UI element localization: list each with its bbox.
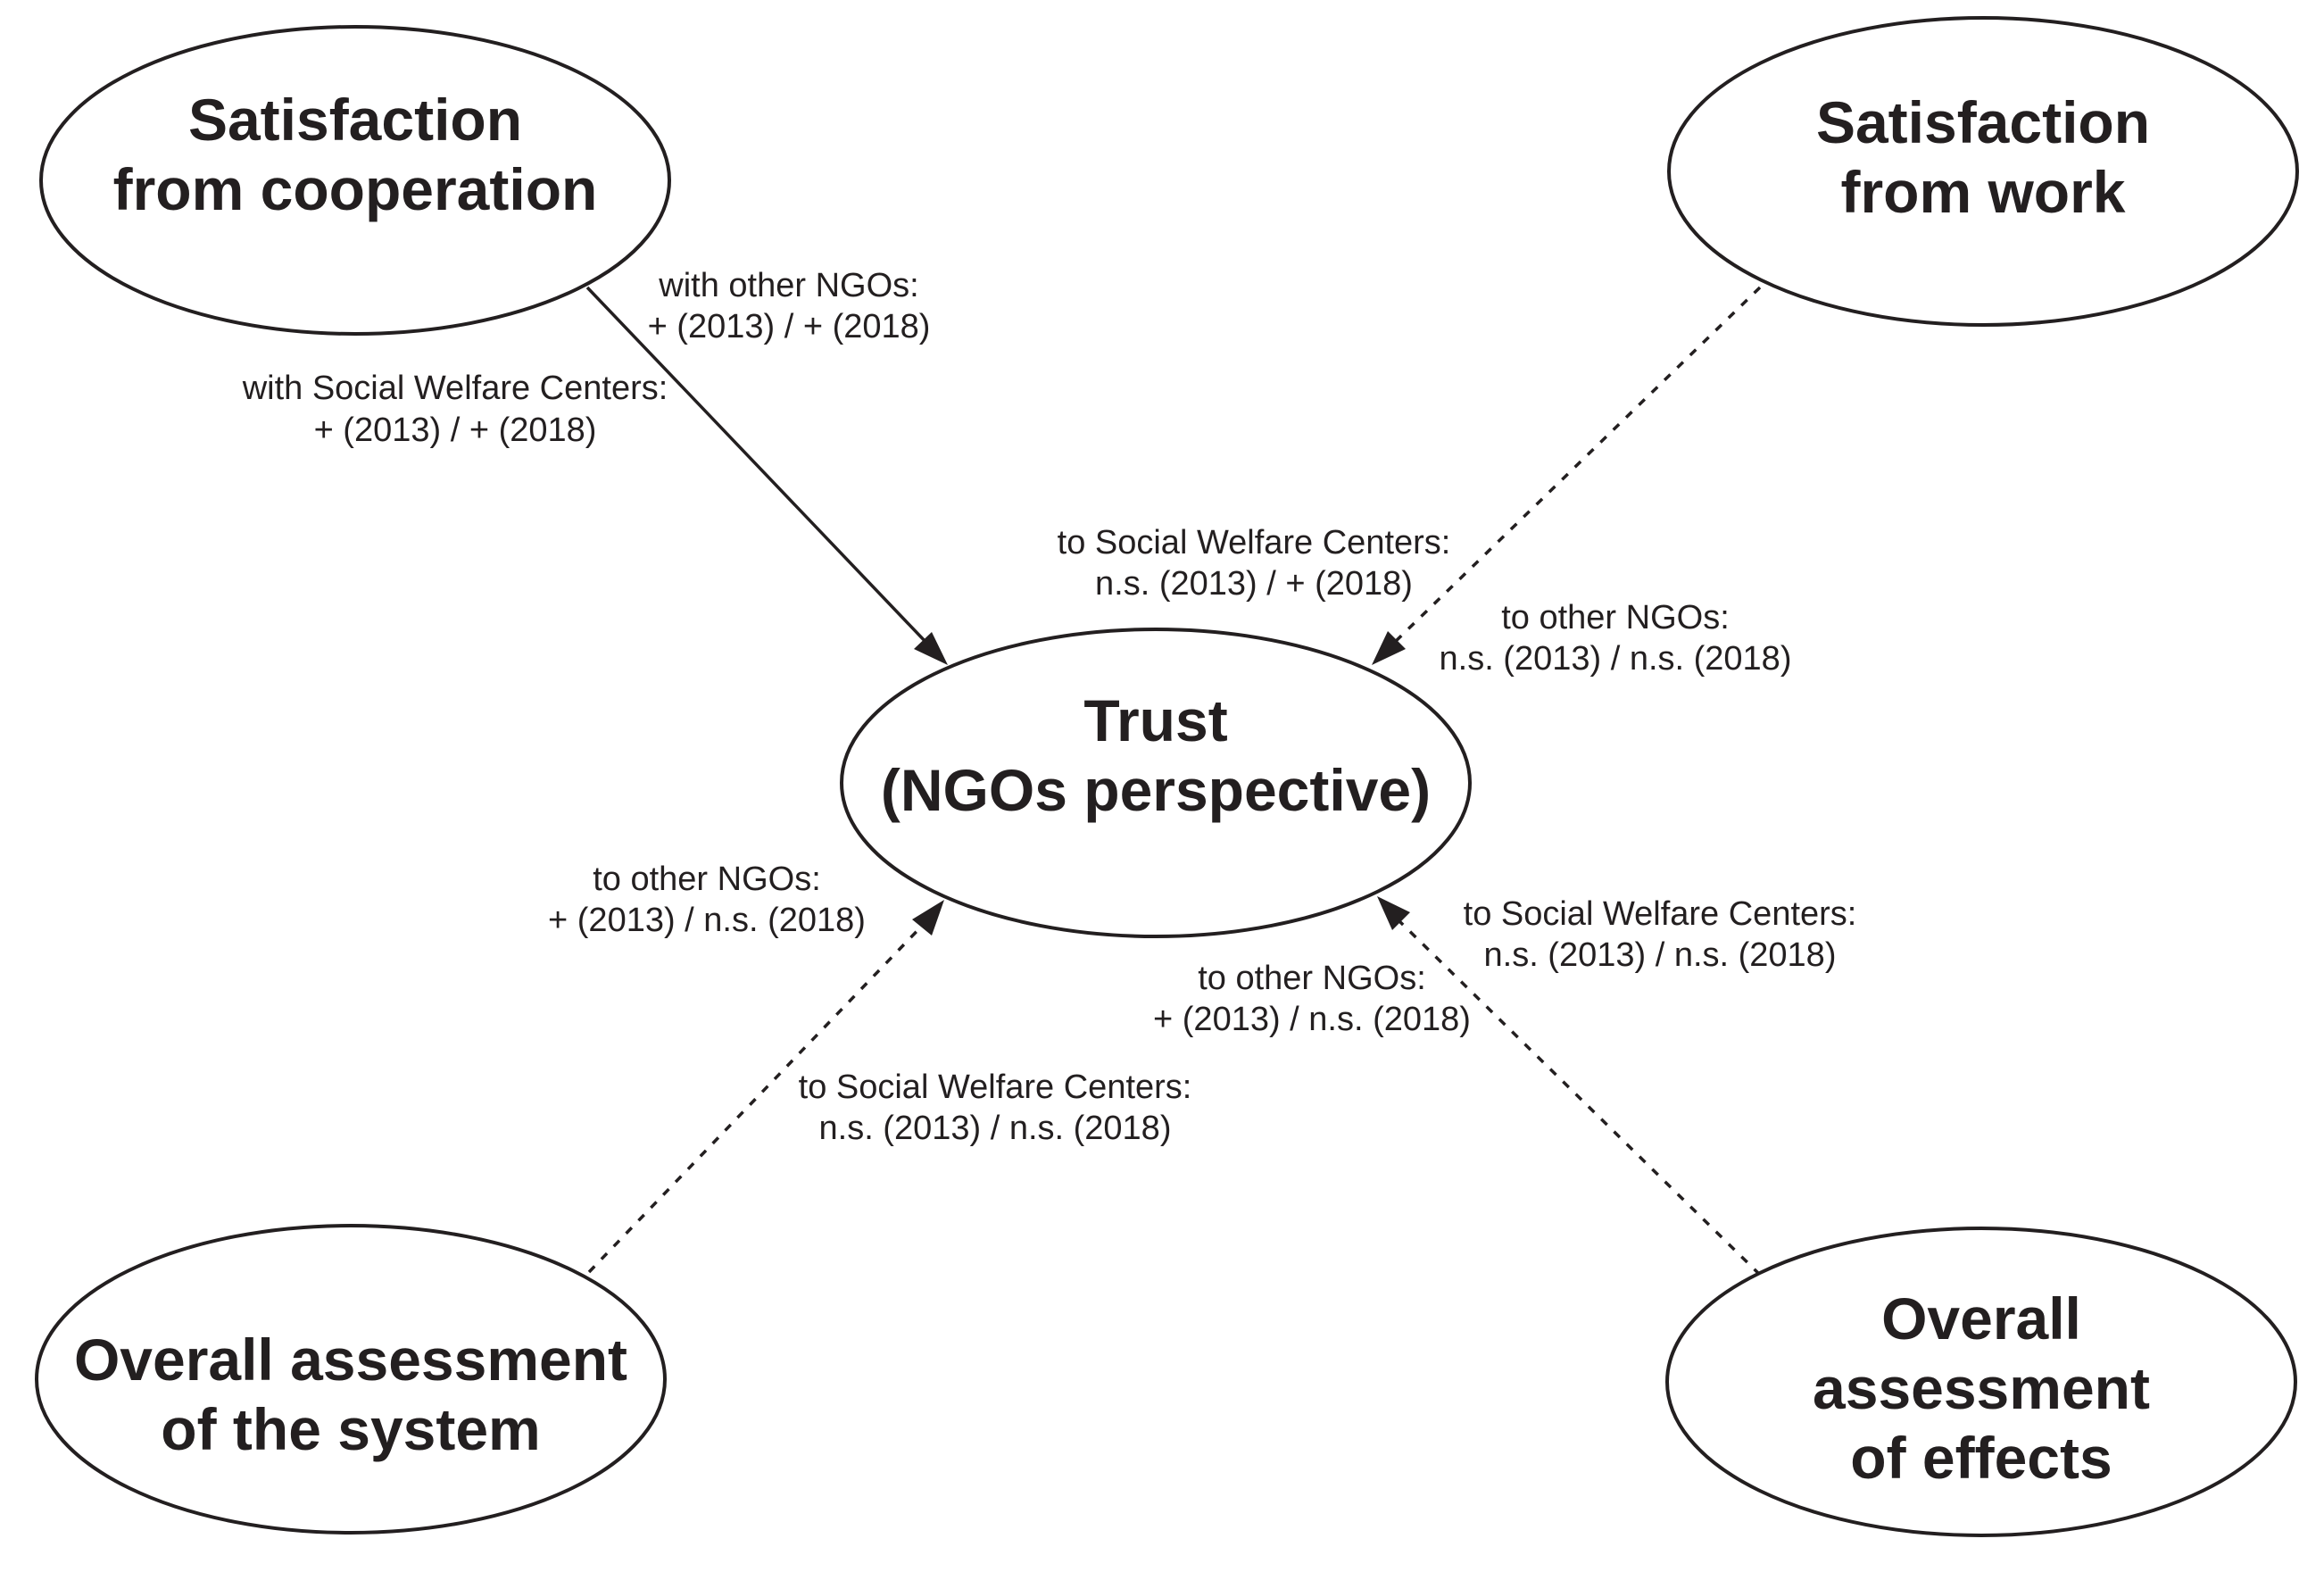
edge-label-work-ngos: to other NGOs: n.s. (2013) / n.s. (2018) <box>1440 599 1792 678</box>
node-label-line: Satisfaction <box>188 87 522 153</box>
edge-label-effects-swc: to Social Welfare Centers: n.s. (2013) /… <box>1464 895 1857 974</box>
node-satisfaction-from-work: Satisfaction from work <box>1667 16 2299 327</box>
node-label-line: from work <box>1840 159 2125 225</box>
edge-label-system-swc: to Social Welfare Centers: n.s. (2013) /… <box>799 1069 1192 1147</box>
svg-text:to Social Welfare Centers:: to Social Welfare Centers: <box>1058 524 1451 561</box>
edge-effects-to-trust <box>1394 916 1762 1277</box>
edge-work-to-trust <box>1390 286 1762 646</box>
node-label-line: Overall <box>1881 1285 2081 1352</box>
node-label-line: Trust <box>1083 687 1227 753</box>
svg-text:n.s. (2013) / + (2018): n.s. (2013) / + (2018) <box>1095 565 1413 603</box>
node-label-line: of the system <box>161 1396 540 1462</box>
svg-text:n.s. (2013) / n.s. (2018): n.s. (2013) / n.s. (2018) <box>1484 936 1837 974</box>
arrowhead-effects-to-trust <box>1377 896 1410 930</box>
node-label-line: Overall assessment <box>74 1327 627 1393</box>
edge-cooperation-to-trust <box>585 286 930 646</box>
svg-text:+ (2013) / + (2018): + (2013) / + (2018) <box>648 308 931 345</box>
svg-text:with Social Welfare Centers:: with Social Welfare Centers: <box>242 370 668 407</box>
svg-text:to Social Welfare Centers:: to Social Welfare Centers: <box>799 1069 1192 1106</box>
arrowhead-system-to-trust <box>912 900 944 936</box>
node-trust: Trust (NGOs perspective) <box>840 628 1472 938</box>
svg-text:n.s. (2013) / n.s. (2018): n.s. (2013) / n.s. (2018) <box>819 1110 1172 1147</box>
node-overall-assessment-of-effects: Overall assessment of effects <box>1665 1227 2297 1537</box>
node-label-line: (NGOs perspective) <box>881 757 1431 823</box>
node-satisfaction-from-cooperation: Satisfaction from cooperation <box>39 25 671 336</box>
svg-text:+ (2013) / + (2018): + (2013) / + (2018) <box>314 412 597 449</box>
node-label-line: Satisfaction <box>1816 89 2150 155</box>
edge-label-system-ngos: to other NGOs: + (2013) / n.s. (2018) <box>548 861 866 939</box>
svg-text:n.s. (2013) / n.s. (2018): n.s. (2013) / n.s. (2018) <box>1440 640 1792 678</box>
svg-text:to Social Welfare Centers:: to Social Welfare Centers: <box>1464 895 1857 933</box>
edge-label-cooperation-ngos: with other NGOs: + (2013) / + (2018) <box>648 267 931 345</box>
node-label-line: from cooperation <box>113 156 598 222</box>
svg-text:+ (2013) / n.s. (2018): + (2013) / n.s. (2018) <box>1153 1001 1471 1038</box>
edge-label-work-swc: to Social Welfare Centers: n.s. (2013) /… <box>1058 524 1451 603</box>
svg-text:+ (2013) / n.s. (2018): + (2013) / n.s. (2018) <box>548 902 866 939</box>
edge-label-effects-ngos: to other NGOs: + (2013) / n.s. (2018) <box>1153 960 1471 1038</box>
svg-text:to other NGOs:: to other NGOs: <box>1501 599 1730 636</box>
svg-text:with other NGOs:: with other NGOs: <box>658 267 918 304</box>
edge-label-cooperation-swc: with Social Welfare Centers: + (2013) / … <box>242 370 668 449</box>
svg-text:to other NGOs:: to other NGOs: <box>593 861 821 898</box>
arrowhead-cooperation-to-trust <box>914 632 948 665</box>
node-label-line: of effects <box>1850 1425 2112 1491</box>
svg-text:to other NGOs:: to other NGOs: <box>1198 960 1426 997</box>
node-overall-assessment-of-the-system: Overall assessment of the system <box>35 1224 667 1535</box>
arrowhead-work-to-trust <box>1372 631 1406 665</box>
node-label-line: assessment <box>1813 1355 2150 1421</box>
